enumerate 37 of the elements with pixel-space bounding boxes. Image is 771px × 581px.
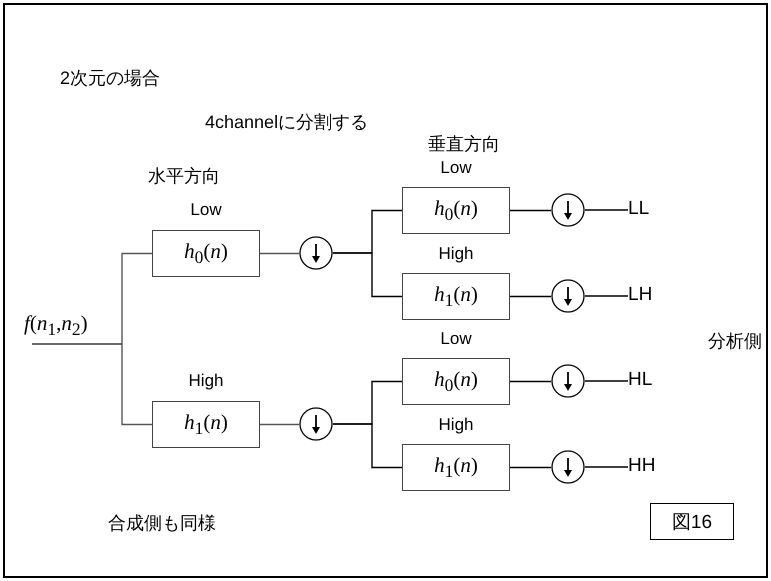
filter-box: h$_{0}$(n) (402, 358, 510, 405)
connector-line (510, 466, 551, 468)
output-label: HH (628, 455, 656, 476)
connector-line (510, 380, 551, 382)
note-text: 水平方向 (148, 165, 220, 188)
filter-box: h$_{1}$(n) (402, 273, 510, 320)
filter-label: Low (439, 329, 473, 349)
output-label: LH (628, 284, 652, 305)
connector-line (333, 252, 402, 298)
connector-line (333, 423, 402, 468)
note-text: 垂直方向 (428, 133, 500, 156)
connector-line (585, 380, 628, 382)
connector-line (585, 209, 628, 211)
connector-line (510, 296, 551, 298)
note-text: 2次元の場合 (60, 67, 160, 90)
connector-line (510, 210, 551, 212)
filter-box: h$_{0}$(n) (152, 230, 260, 277)
connector-line (260, 252, 299, 254)
filter-box: h$_{1}$(n) (152, 401, 260, 448)
output-label: HL (628, 369, 652, 390)
connector-line (260, 424, 299, 426)
filter-box: h$_{1}$(n) (402, 444, 510, 491)
filter-label: Low (189, 200, 223, 220)
connector-line (585, 295, 628, 297)
connector-line (32, 343, 152, 426)
note-text: 4channelに分割する (205, 111, 368, 134)
filter-label: High (438, 244, 474, 264)
filter-box: h$_{0}$(n) (402, 187, 510, 234)
figure-number-box: 図16 (650, 503, 734, 540)
filter-label: High (438, 415, 474, 435)
note-text: 分析側 (708, 330, 762, 353)
output-label: LL (628, 198, 650, 219)
filter-label: High (188, 371, 224, 391)
note-text: 合成側も同様 (108, 512, 216, 535)
connector-line (585, 466, 628, 468)
signal-label: f(n$_{1}$,n$_{2}$) (24, 311, 88, 335)
filter-label: Low (439, 158, 473, 178)
